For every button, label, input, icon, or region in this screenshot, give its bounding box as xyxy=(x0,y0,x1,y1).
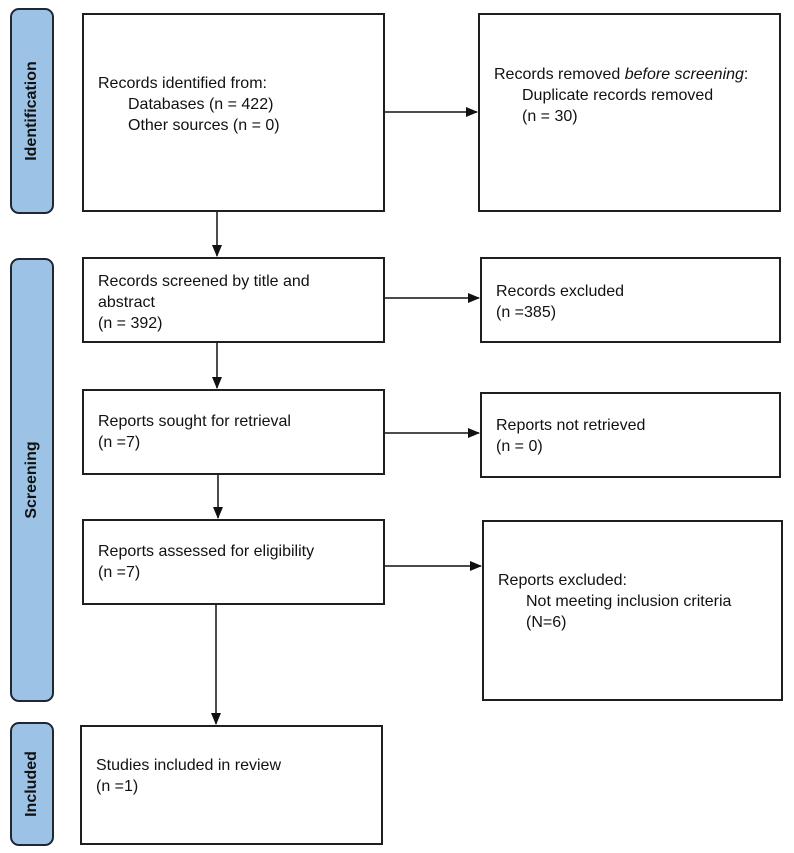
records-screened-title-line1: Records screened by title and xyxy=(98,273,310,290)
phase-identification: Identification xyxy=(10,8,54,214)
reports-sought-title: Reports sought for retrieval xyxy=(98,413,291,430)
records-screened-box: Records screened by title and abstract (… xyxy=(82,257,385,343)
reports-sought-box: Reports sought for retrieval (n =7) xyxy=(82,389,385,475)
records-identified-databases: Databases (n = 422) xyxy=(128,96,274,113)
records-removed-box: Records removed before screening: Duplic… xyxy=(478,13,781,212)
studies-included-box: Studies included in review (n =1) xyxy=(80,725,383,845)
reports-excluded-reason: Not meeting inclusion criteria xyxy=(526,593,732,610)
records-removed-title-start: Records removed xyxy=(494,66,621,83)
studies-included-count: (n =1) xyxy=(96,778,139,795)
records-screened-title-line2: abstract xyxy=(98,294,155,311)
records-excluded-box: Records excluded (n =385) xyxy=(480,257,781,343)
phase-screening: Screening xyxy=(10,258,54,702)
records-identified-other-sources: Other sources (n = 0) xyxy=(128,117,280,134)
reports-excluded-count: (N=6) xyxy=(526,614,567,631)
reports-not-retrieved-box: Reports not retrieved (n = 0) xyxy=(480,392,781,478)
records-identified-box: Records identified from: Databases (n = … xyxy=(82,13,385,212)
records-screened-count: (n = 392) xyxy=(98,315,163,332)
reports-not-retrieved-count: (n = 0) xyxy=(496,438,543,455)
reports-not-retrieved-title: Reports not retrieved xyxy=(496,417,646,434)
duplicate-records-removed: Duplicate records removed xyxy=(522,87,714,104)
studies-included-title: Studies included in review xyxy=(96,757,281,774)
records-removed-title-italic: before screening xyxy=(624,66,744,83)
reports-excluded-title: Reports excluded: xyxy=(498,572,627,589)
phase-included: Included xyxy=(10,722,54,846)
records-removed-title-end: : xyxy=(743,66,749,83)
duplicate-records-count: (n = 30) xyxy=(522,108,578,125)
records-excluded-count: (n =385) xyxy=(496,304,557,321)
records-excluded-title: Records excluded xyxy=(496,283,625,300)
reports-assessed-count: (n =7) xyxy=(98,564,141,581)
reports-assessed-title: Reports assessed for eligibility xyxy=(98,543,315,560)
reports-assessed-box: Reports assessed for eligibility (n =7) xyxy=(82,519,385,605)
reports-sought-count: (n =7) xyxy=(98,434,141,451)
records-identified-title: Records identified from: xyxy=(98,75,267,92)
records-removed-title: Records removed before screening: xyxy=(494,64,765,85)
reports-excluded-box: Reports excluded: Not meeting inclusion … xyxy=(482,520,783,701)
